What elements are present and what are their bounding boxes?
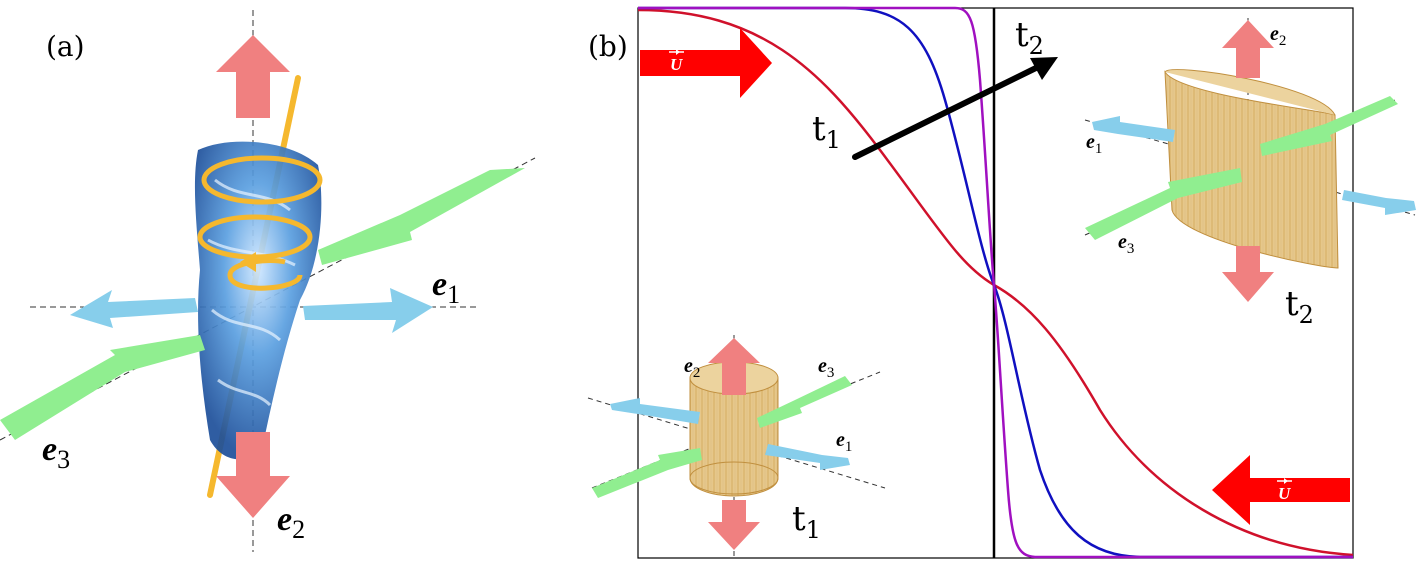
panel-b: (b) U U t1 t2: [587, 6, 1416, 560]
flattened-cylinder-body: [1164, 70, 1339, 269]
inset-t1-red-down-icon: [708, 500, 760, 550]
cylinder-body: [689, 377, 779, 497]
inset-t1-e2: e2: [684, 355, 700, 381]
inset-t2-green-right-icon: [1260, 96, 1398, 156]
inset-t2-e1: e1: [1086, 131, 1102, 157]
label-e3: e3: [42, 431, 70, 474]
red-arrow-down-icon: [216, 432, 290, 518]
u-label-top: U: [670, 55, 683, 74]
inset-t1-blue-left-icon: [610, 398, 700, 424]
vortex-tube: [194, 141, 322, 460]
inset-t2-green-left-icon: [1085, 168, 1242, 240]
swirl-icon: [197, 155, 323, 291]
inset-t2: e2 e1 e3 t2: [1084, 18, 1416, 329]
inset-t2-e3: e3: [1118, 231, 1134, 257]
inset-t2-red-up-icon: [1222, 20, 1274, 78]
u-arrow-right-icon: [640, 28, 772, 98]
u-label-bottom: U: [1278, 484, 1291, 503]
inset-t2-blue-right-icon: [1342, 190, 1416, 215]
inset-t1-red-up-icon: [708, 338, 760, 395]
blue-arrow-left-icon: [70, 290, 198, 328]
time-label-t2: t2: [1015, 15, 1044, 60]
inset-t1-green-right-icon: [757, 376, 852, 428]
velocity-curve-purple: [638, 6, 1353, 559]
inset-t2-time: t2: [1285, 284, 1314, 329]
inset-t2-blue-left-icon: [1092, 116, 1175, 142]
u-arrow-left-icon: [1212, 455, 1350, 525]
inset-t1-e3: e3: [818, 355, 834, 381]
inset-t1: e2 e3 e1 t1: [587, 335, 886, 560]
red-arrow-up-icon: [216, 35, 290, 118]
inset-t2-red-down-icon: [1222, 246, 1274, 302]
inset-t1-green-left-icon: [592, 448, 702, 498]
flattened-cylinder-top: [1164, 69, 1336, 116]
time-arrow-head-icon: [1030, 57, 1058, 80]
plot-frame: [637, 7, 1354, 559]
panel-b-label: (b): [588, 30, 628, 63]
inset-t2-e2: e2: [1270, 23, 1286, 49]
label-e1: e1: [432, 266, 460, 309]
label-e2: e2: [277, 501, 305, 544]
inset-t1-e1: e1: [836, 429, 852, 455]
vortex-highlights: [207, 178, 296, 407]
green-arrow-lower-icon: [0, 335, 205, 440]
inset-t1-time: t1: [792, 499, 821, 544]
green-arrow-upper-icon: [318, 168, 525, 265]
inset-t1-blue-right-icon: [765, 444, 850, 470]
panel-a: (a) e1 e2 e3: [0, 10, 536, 552]
panel-a-label: (a): [46, 30, 85, 63]
blue-arrow-right-icon: [303, 288, 433, 333]
time-arrow: [852, 63, 1043, 160]
time-label-t1: t1: [812, 109, 841, 154]
